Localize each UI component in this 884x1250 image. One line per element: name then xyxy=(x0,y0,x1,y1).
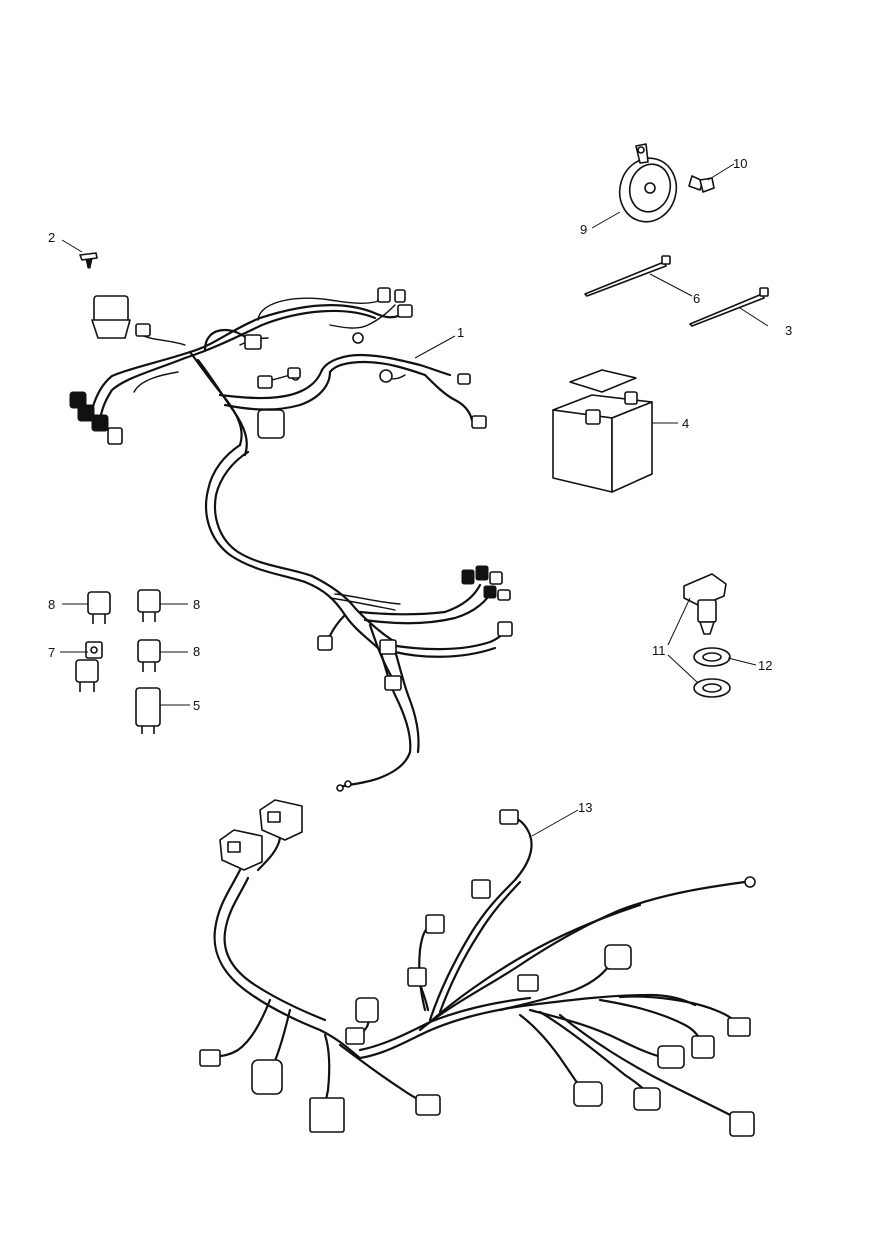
battery-icon xyxy=(552,369,653,493)
leader-lines xyxy=(60,163,769,837)
main-wiring-harness-icon xyxy=(69,287,513,792)
bolt-icon xyxy=(688,175,715,193)
callout-2: 2 xyxy=(48,230,55,245)
callout-labels: 1 2 3 4 5 6 7 8 8 8 9 10 11 12 13 xyxy=(48,156,792,815)
callout-13: 13 xyxy=(578,800,592,815)
callout-6: 6 xyxy=(693,291,700,306)
screw-icon xyxy=(79,252,98,269)
relay-icon xyxy=(135,687,161,734)
callout-5: 5 xyxy=(193,698,200,713)
cable-tie-icon xyxy=(689,287,769,327)
relay-icon xyxy=(137,589,161,622)
engine-harness-icon xyxy=(199,799,756,1137)
callout-3: 3 xyxy=(785,323,792,338)
callout-9: 9 xyxy=(580,222,587,237)
switch-icon xyxy=(683,573,727,635)
callout-4: 4 xyxy=(682,416,689,431)
callout-7: 7 xyxy=(48,645,55,660)
relay-icon xyxy=(75,641,103,692)
callout-10: 10 xyxy=(733,156,747,171)
callout-8c: 8 xyxy=(193,644,200,659)
callout-12: 12 xyxy=(758,658,772,673)
horn-icon xyxy=(618,143,678,223)
callout-8b: 8 xyxy=(193,597,200,612)
washer-icon xyxy=(693,647,731,667)
cable-tie-icon xyxy=(584,255,671,297)
callout-8a: 8 xyxy=(48,597,55,612)
callout-1: 1 xyxy=(457,325,464,340)
relay-icon xyxy=(87,591,111,624)
relay-icon xyxy=(137,639,161,672)
washer-icon xyxy=(693,678,731,698)
callout-11: 11 xyxy=(652,643,666,658)
